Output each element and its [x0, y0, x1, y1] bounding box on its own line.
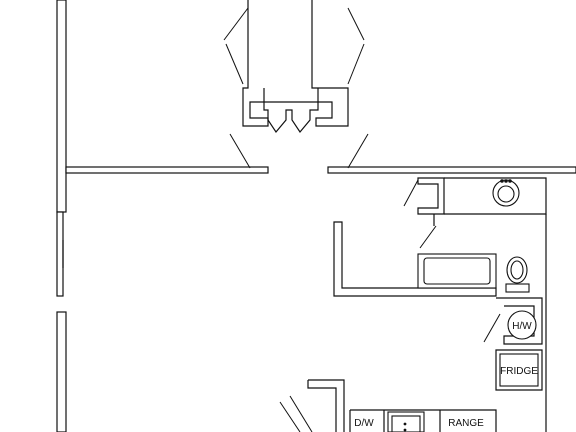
hall-linen: [263, 101, 319, 134]
bedroom-wall: [65, 166, 576, 174]
bedroom-door-right: [347, 133, 369, 169]
closet-right: [311, 0, 365, 127]
fridge: FRIDGE: [499, 353, 539, 387]
dishwasher: D/W: [354, 418, 374, 429]
left-exterior-wall: [56, 0, 67, 432]
sink-icon: [492, 179, 520, 207]
water-heater-label: H/W: [512, 321, 532, 332]
kitchen-sink-icon: [387, 411, 425, 432]
closet-left: [223, 0, 269, 127]
bedroom-door-left: [229, 133, 251, 169]
kitchen-walls: [279, 298, 547, 432]
fridge-label: FRIDGE: [500, 366, 538, 377]
range: RANGE: [448, 418, 484, 429]
water-heater-closet: H/W: [483, 297, 543, 345]
range-label: RANGE: [448, 418, 484, 429]
dishwasher-label: D/W: [354, 418, 374, 429]
water-heater: [507, 310, 537, 340]
bathroom-walls: [333, 177, 547, 298]
bathtub-icon: [417, 253, 497, 289]
toilet-icon: [505, 256, 530, 293]
